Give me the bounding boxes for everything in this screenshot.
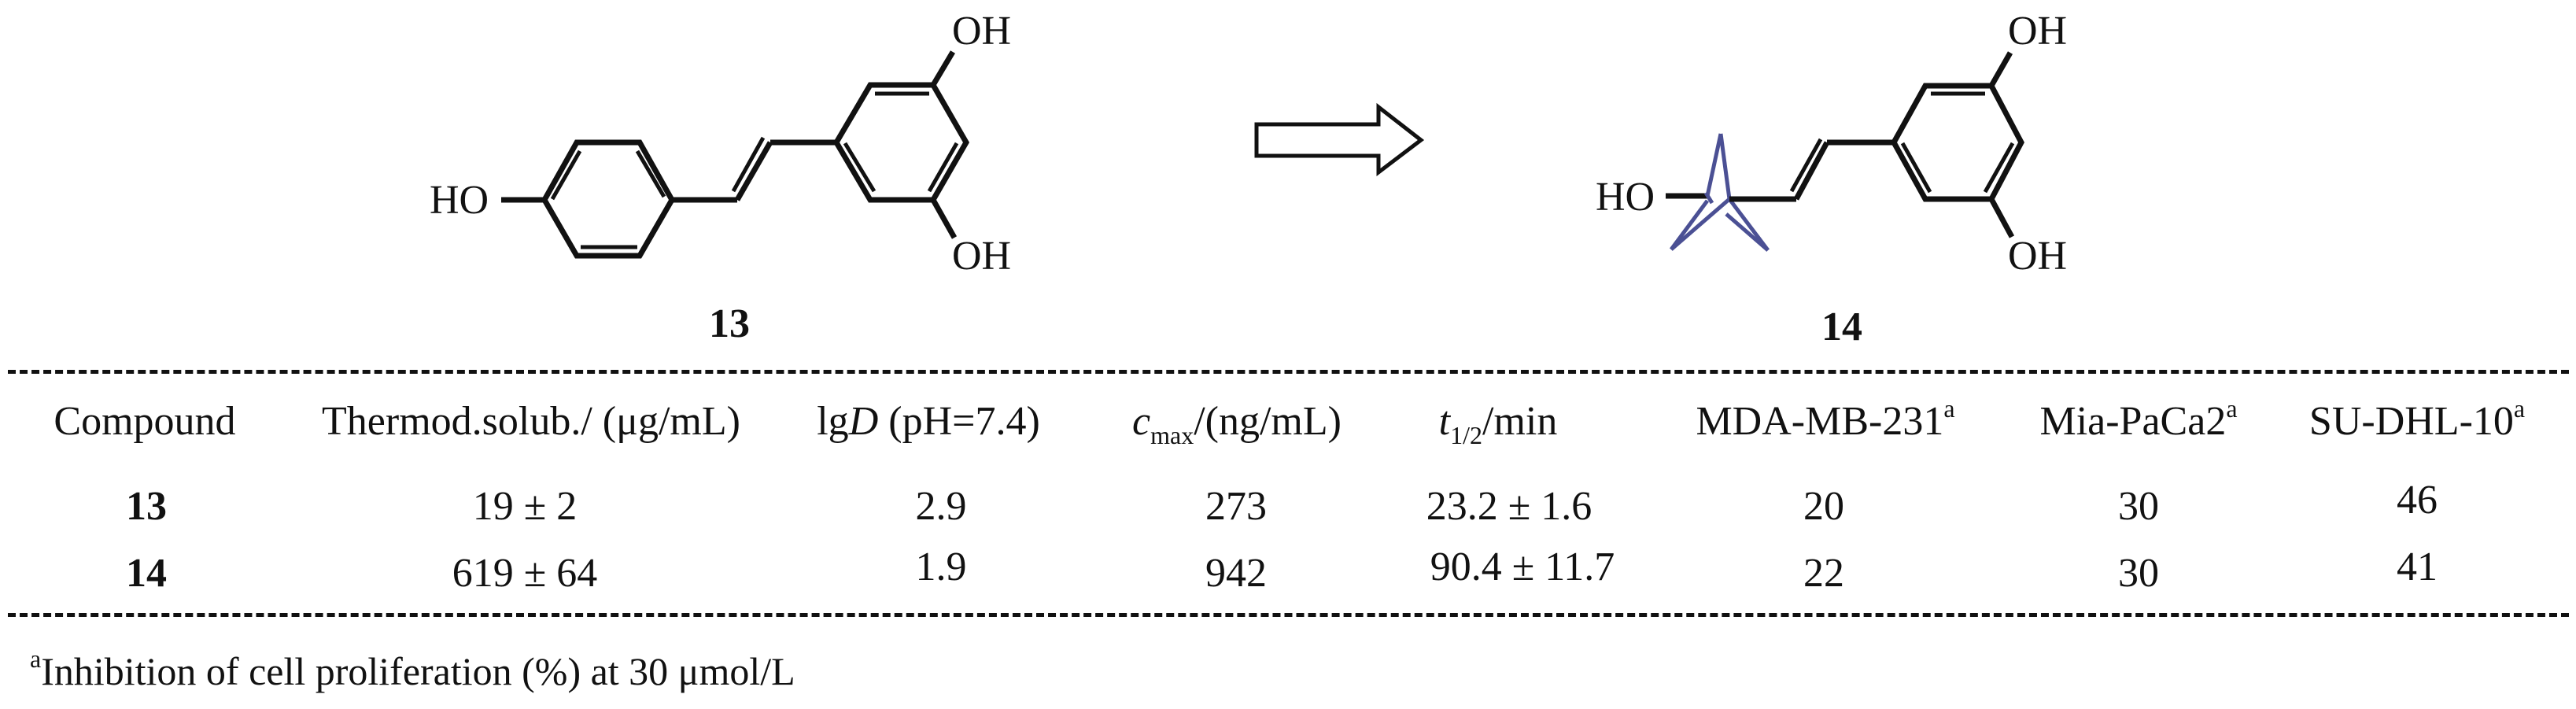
lgd-prefix: lg <box>817 399 849 444</box>
lgd-italic: D <box>848 399 879 444</box>
cell-mda: 20 <box>1803 484 1844 529</box>
cell-compound: 14 <box>126 551 167 596</box>
t-unit: /min <box>1482 399 1558 444</box>
t-symbol: t <box>1438 399 1451 444</box>
header-lgd: lgD (pH=7.4) <box>817 401 1040 442</box>
substituent-oh-top-13: OH <box>952 9 1012 54</box>
header-mda-mb-231: MDA-MB-231a <box>1696 396 1954 444</box>
cell-cmax: 942 <box>1205 551 1267 596</box>
cell-mia: 30 <box>2118 551 2159 596</box>
compound-label-13: 13 <box>709 301 750 346</box>
header-t-half: t1/2/min <box>1438 399 1558 449</box>
cmax-unit: /(ng/mL) <box>1194 399 1342 444</box>
footnote: aInhibition of cell proliferation (%) at… <box>30 646 795 693</box>
compound-label-14: 14 <box>1821 305 1862 349</box>
substituent-oh-top-14: OH <box>2008 9 2068 54</box>
cell-sudhl: 46 <box>2397 478 2438 523</box>
table-bottom-divider <box>8 613 2569 617</box>
cell-solubility: 19 ± 2 <box>472 484 578 529</box>
cell-mia: 30 <box>2118 484 2159 529</box>
bicyclopentane-icon <box>1669 133 1770 252</box>
structure-14 <box>1666 51 2024 252</box>
cell-t-half: 23.2 ± 1.6 <box>1426 484 1592 529</box>
substituent-oh-bottom-13: OH <box>952 234 1012 279</box>
structure-13 <box>501 50 970 259</box>
header-solubility: Thermod.solub./ (μg/mL) <box>322 399 740 444</box>
mda-label: MDA-MB-231 <box>1696 399 1944 444</box>
footnote-mark: a <box>2513 394 2526 423</box>
substituent-ho-13: HO <box>430 178 489 223</box>
footnote-mark: a <box>2226 394 2238 423</box>
cell-lgd: 1.9 <box>915 545 967 589</box>
header-su-dhl-10: SU-DHL-10a <box>2308 396 2525 444</box>
substituent-ho-14: HO <box>1596 175 1655 220</box>
hollow-arrow-icon <box>1254 102 1425 177</box>
lgd-suffix: (pH=7.4) <box>878 399 1040 444</box>
cell-t-half: 90.4 ± 11.7 <box>1430 545 1615 589</box>
cell-sudhl: 41 <box>2397 545 2438 589</box>
cmax-subscript: max <box>1150 421 1194 449</box>
cell-cmax: 273 <box>1205 484 1267 529</box>
cmax-symbol: c <box>1132 399 1151 444</box>
cell-mda: 22 <box>1803 551 1844 596</box>
substituent-oh-bottom-14: OH <box>2008 234 2068 279</box>
header-compound: Compound <box>54 399 236 444</box>
t-subscript: 1/2 <box>1450 421 1482 449</box>
cell-lgd: 2.9 <box>915 484 967 529</box>
footnote-mark: a <box>1943 394 1955 423</box>
sudhl-label: SU-DHL-10 <box>2308 399 2514 444</box>
header-cmax: cmax/(ng/mL) <box>1132 399 1342 449</box>
footnote-mark: a <box>30 644 42 673</box>
header-mia-paca2: Mia-PaCa2a <box>2039 396 2237 444</box>
cell-compound: 13 <box>126 484 167 529</box>
footnote-text: Inhibition of cell proliferation (%) at … <box>41 649 795 693</box>
cell-solubility: 619 ± 64 <box>452 551 598 596</box>
mia-label: Mia-PaCa2 <box>2039 399 2227 444</box>
table-top-divider <box>8 370 2569 374</box>
